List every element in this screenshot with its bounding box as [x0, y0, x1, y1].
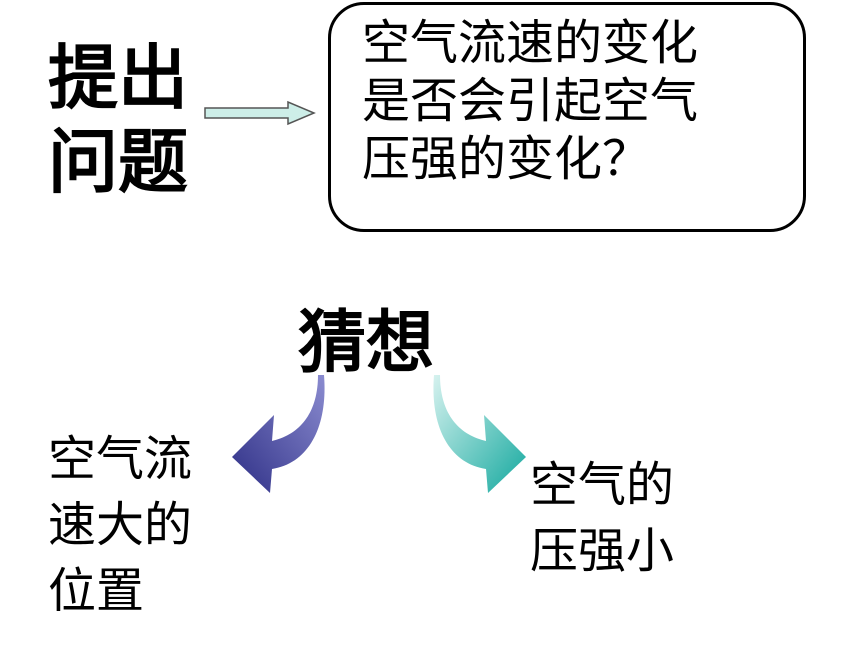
page-heading: 提出 问题 [48, 36, 188, 204]
curved-arrow-right-icon [433, 375, 526, 493]
heading-line-1: 提出 [48, 37, 188, 119]
question-text: 空气流速的变化 是否会引起空气 压强的变化？ [362, 14, 698, 188]
guess-branch-left: 空气流 速大的 位置 [48, 426, 192, 624]
right-branch-line-2: 压强小 [530, 523, 675, 579]
left-branch-line-2: 速大的 [48, 497, 193, 553]
question-box [328, 2, 806, 232]
guess-label: 猜想 [298, 304, 435, 383]
curved-arrow-left-icon [232, 375, 325, 493]
question-line-3: 压强的变化？ [362, 131, 651, 187]
question-line-1: 空气流速的变化 [362, 15, 699, 71]
heading-line-2: 问题 [48, 121, 188, 203]
right-branch-line-1: 空气的 [530, 457, 675, 513]
right-arrow-icon [204, 100, 316, 126]
question-line-2: 是否会引起空气 [362, 73, 699, 129]
left-branch-line-1: 空气流 [48, 431, 193, 487]
left-branch-line-3: 位置 [48, 563, 145, 619]
guess-branch-right: 空气的 压强小 [530, 452, 674, 584]
